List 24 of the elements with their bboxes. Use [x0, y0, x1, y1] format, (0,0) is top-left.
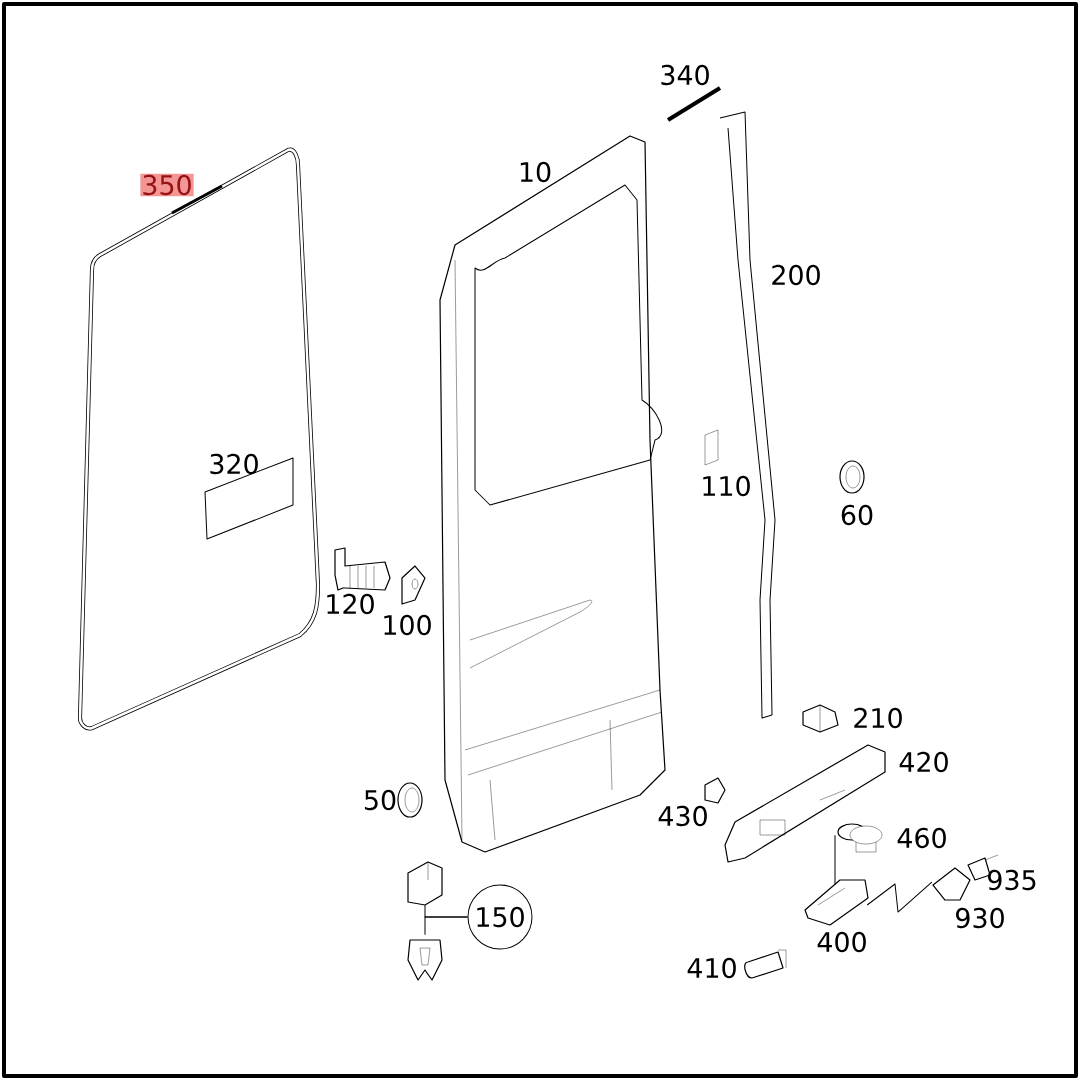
callout-number: 400 — [817, 931, 866, 953]
callout-number: 420 — [899, 751, 948, 773]
leader-line — [866, 881, 933, 913]
callout-number: 350 — [140, 173, 194, 197]
leader-line — [424, 916, 468, 936]
callout-number: 210 — [854, 707, 902, 729]
leader-line — [834, 834, 836, 886]
part-drawing — [932, 867, 971, 901]
part-drawing — [407, 861, 443, 906]
callout-number: 100 — [384, 614, 431, 636]
callout-number: 340 — [661, 64, 709, 86]
callout-number: 320 — [210, 453, 258, 475]
callout-number: 930 — [956, 907, 1004, 929]
callout-number: 200 — [772, 264, 820, 286]
part-drawing — [407, 939, 443, 981]
part-drawing — [804, 879, 869, 926]
callout-number: 460 — [897, 827, 946, 849]
callout-number: 110 — [703, 475, 750, 497]
callout-number: 10 — [520, 161, 551, 183]
callout-number: 60 — [841, 504, 873, 526]
callout-number: 120 — [327, 593, 374, 615]
callout-number: 50 — [364, 789, 396, 811]
callout-number: 410 — [687, 957, 736, 979]
part-drawing — [724, 744, 886, 863]
